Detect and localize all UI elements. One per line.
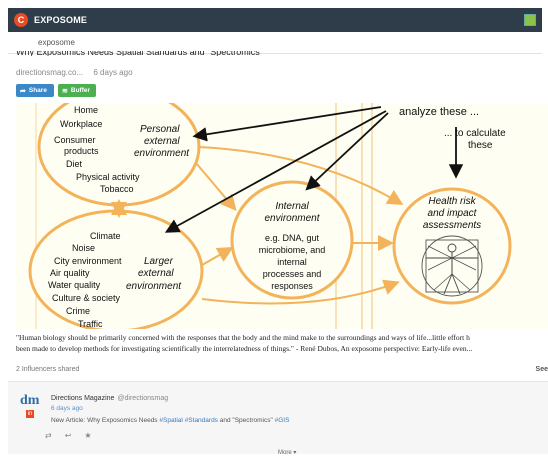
article-age: 6 days ago [93,68,133,77]
article-title[interactable]: Why Exposomics Needs Spatial Standards a… [16,51,263,56]
larger-item-climate: Climate [90,231,121,241]
personal-item-products: products [64,146,99,156]
exposome-figure[interactable]: analyze these ... ... to calculate these… [16,103,548,329]
vitruvian-man-icon [421,235,483,297]
top-bar: C EXPOSOME [8,8,542,32]
calculate-label-1: ... to calculate [444,128,506,139]
personal-item-home: Home [74,105,98,115]
internal-environment-ellipse [230,180,354,300]
retweet-icon[interactable]: ⇄ [45,431,52,440]
influencers-count[interactable]: 2 Influencers shared [16,366,80,373]
avatar[interactable]: dm [20,393,40,408]
personal-title-2: external [144,136,180,147]
article-source[interactable]: directionsmag.co... [16,68,84,77]
internal-title-1: Internal [275,201,309,212]
larger-item-city: City environment [54,256,122,266]
app-title: EXPOSOME [34,15,88,25]
author-handle[interactable]: @directionsmag [117,395,169,402]
topic-label[interactable]: exposome [38,38,75,47]
quote-line-1: "Human biology should be primarily conce… [16,333,470,342]
share-label: Share [28,87,47,94]
personal-item-tobacco: Tobacco [100,184,134,194]
app-logo-icon[interactable]: C [14,13,28,27]
post-text: New Article: Why Exposomics Needs #Spati… [51,417,289,424]
personal-title-1: Personal [140,124,180,135]
larger-item-crime: Crime [66,306,90,316]
more-button[interactable]: More ▾ [278,450,297,456]
favorite-icon[interactable]: ★ [84,431,92,440]
larger-item-air: Air quality [50,268,90,278]
see-link[interactable]: See [535,366,548,373]
larger-item-traffic: Traffic [78,319,103,329]
buffer-label: Buffer [70,87,91,94]
topic-subtab: exposome [8,32,542,54]
personal-title-3: environment [134,148,190,159]
article-quote: "Human biology should be primarily conce… [16,333,548,354]
post-prefix: New Article: Why Exposomics Needs [51,417,158,424]
quote-line-2: been made to develop methods for investi… [16,343,473,353]
larger-title-3: environment [126,281,182,292]
share-icon: ➦ [20,87,26,95]
analyze-these-label: analyze these ... [399,106,479,118]
larger-title-1: Larger [144,256,174,267]
internal-item-2: microbiome, and [259,245,326,255]
post-actions: ⇄ ↩ ★ [45,431,92,440]
personal-item-consumer: Consumer [54,135,96,145]
larger-item-culture: Culture & society [52,293,121,303]
health-title-2: and impact [428,208,478,219]
post-mid: and "Spectromics" [219,417,273,424]
reply-icon[interactable]: ↩ [64,431,72,440]
personal-item-activity: Physical activity [76,172,140,182]
influencer-post: dm in Directions Magazine@directionsmag … [8,381,548,456]
larger-item-water: Water quality [48,280,101,290]
author-name[interactable]: Directions Magazine [51,395,115,402]
health-title-3: assessments [423,220,481,231]
calculate-label-2: these [468,140,493,151]
personal-item-workplace: Workplace [60,119,102,129]
share-button[interactable]: ➦ Share [16,84,54,97]
hashtag-spatial[interactable]: #Spatial [159,417,183,424]
post-author: Directions Magazine@directionsmag [51,395,168,402]
user-avatar-icon[interactable] [524,14,536,26]
internal-title-2: environment [264,213,320,224]
personal-item-diet: Diet [66,159,83,169]
linkedin-badge-icon: in [26,410,34,418]
internal-item-5: responses [271,281,313,291]
buffer-button[interactable]: ≋ Buffer [58,84,96,97]
hashtag-standards[interactable]: #Standards [184,417,218,424]
health-title-1: Health risk [428,196,476,207]
internal-item-1: e.g. DNA, gut [265,233,320,243]
article-meta: directionsmag.co... 6 days ago [16,68,133,77]
larger-title-2: external [138,268,174,279]
internal-item-4: processes and [263,269,322,279]
buffer-icon: ≋ [62,87,68,95]
post-age[interactable]: 6 days ago [51,405,83,412]
internal-item-3: internal [277,257,307,267]
hashtag-gis[interactable]: #GIS [274,417,290,424]
larger-item-noise: Noise [72,243,95,253]
